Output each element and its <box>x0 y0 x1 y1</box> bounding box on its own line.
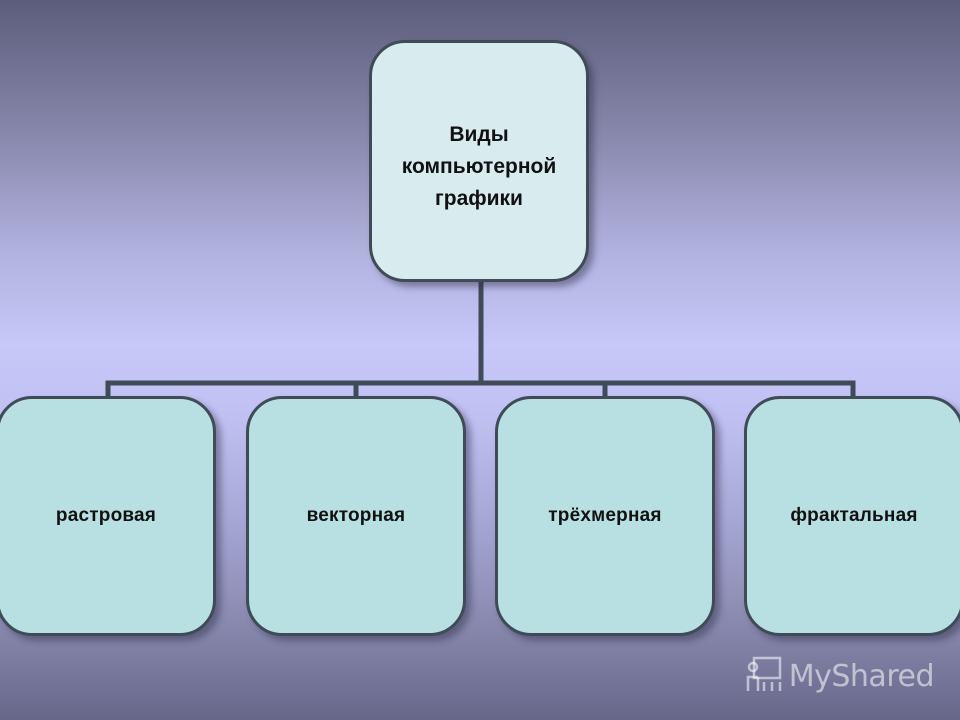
watermark-text: MyShared <box>788 659 935 694</box>
child-label-3d: трёхмерная <box>548 505 662 526</box>
child-node-3d: трёхмерная <box>495 396 715 636</box>
child-label-vector: векторная <box>306 505 406 526</box>
child-node-vector: векторная <box>246 396 466 636</box>
child-label-raster: растровая <box>55 505 157 526</box>
root-label: Виды компьютерной графики <box>401 123 557 210</box>
child-label-fractal: фрактальная <box>790 505 918 526</box>
child-node-fractal: фрактальная <box>744 396 960 636</box>
teacher-at-board-icon <box>745 655 783 698</box>
watermark-logo: MyShared <box>745 655 935 698</box>
child-node-raster: растровая <box>0 396 216 636</box>
root-node: Виды компьютерной графики <box>369 40 589 282</box>
